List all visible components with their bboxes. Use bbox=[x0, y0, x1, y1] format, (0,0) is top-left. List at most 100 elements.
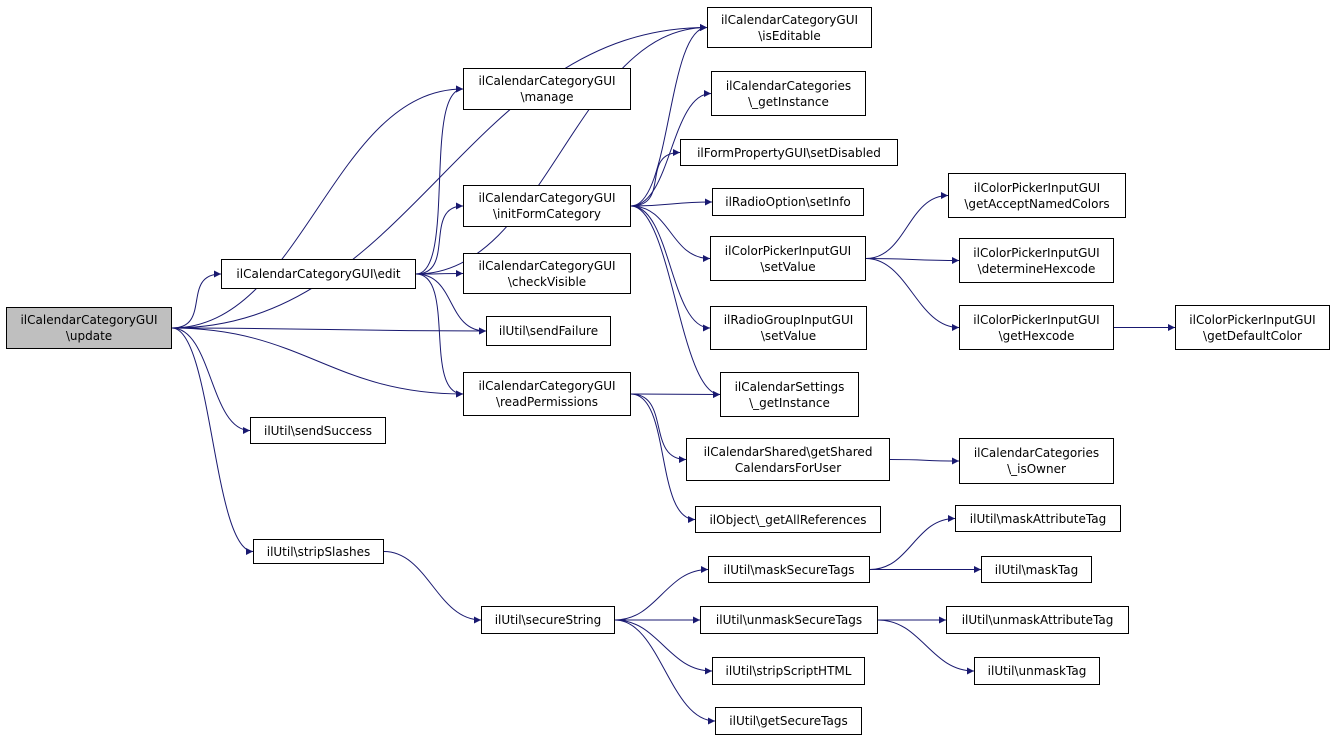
node-label-line: ilColorPickerInputGUI bbox=[973, 180, 1101, 195]
node-label-line: ilCalendarCategoryGUI bbox=[478, 191, 616, 205]
node-manage[interactable]: ilCalendarCategoryGUI\manage bbox=[463, 68, 631, 110]
edge-unmaskSecureTags-to-unmaskTag bbox=[877, 619, 975, 675]
node-label-line: \readPermissions bbox=[495, 395, 599, 409]
node-checkVisible[interactable]: ilCalendarCategoryGUI\checkVisible bbox=[463, 253, 631, 294]
node-label: ilColorPickerInputGUI\getAcceptNamedColo… bbox=[964, 180, 1109, 212]
node-label-line: ilObject\_getAllReferences bbox=[709, 512, 867, 527]
node-setDisabled[interactable]: ilFormPropertyGUI\setDisabled bbox=[680, 139, 898, 166]
node-unmaskTag[interactable]: ilUtil\unmaskTag bbox=[974, 657, 1100, 685]
node-getAcceptNamed[interactable]: ilColorPickerInputGUI\getAcceptNamedColo… bbox=[948, 173, 1126, 218]
edge-secureString-to-maskSecureTags bbox=[614, 566, 709, 621]
node-label: ilUtil\getSecureTags bbox=[729, 713, 847, 729]
edge-initForm-to-setDisabled bbox=[630, 149, 681, 207]
edge-getShared-to-isOwner bbox=[889, 457, 960, 465]
node-maskTag[interactable]: ilUtil\maskTag bbox=[981, 556, 1092, 583]
node-label-line: ilUtil\maskSecureTags bbox=[723, 562, 855, 577]
node-sendFailure[interactable]: ilUtil\sendFailure bbox=[486, 316, 611, 346]
node-label: ilCalendarCategoryGUI\isEditable bbox=[721, 12, 858, 44]
node-label: ilUtil\maskAttributeTag bbox=[970, 511, 1106, 527]
node-update[interactable]: ilCalendarCategoryGUI\update bbox=[6, 307, 172, 349]
node-label-line: ilUtil\unmaskSecureTags bbox=[715, 613, 863, 627]
edge-secureString-to-stripScriptHTML bbox=[614, 619, 713, 675]
node-label-line: \_isOwner bbox=[1007, 462, 1066, 476]
node-label: ilColorPickerInputGUI\getDefaultColor bbox=[1189, 312, 1315, 344]
node-getSecureTags[interactable]: ilUtil\getSecureTags bbox=[715, 707, 862, 735]
node-cpSetValue[interactable]: ilColorPickerInputGUI\setValue bbox=[710, 236, 866, 281]
node-label: ilCalendarCategoryGUI\edit bbox=[236, 266, 400, 282]
node-edit[interactable]: ilCalendarCategoryGUI\edit bbox=[221, 259, 416, 289]
node-label-line: ilRadioGroupInputGUI bbox=[723, 313, 854, 327]
node-label-line: ilCalendarCategoryGUI bbox=[20, 313, 158, 327]
node-label-line: \isEditable bbox=[758, 28, 821, 43]
node-label-line: CalendarsForUser bbox=[734, 460, 842, 475]
node-sendSuccess[interactable]: ilUtil\sendSuccess bbox=[250, 417, 386, 444]
node-label-line: ilCalendarCategoryGUI\edit bbox=[236, 267, 401, 281]
node-getAllRefs[interactable]: ilObject\_getAllReferences bbox=[695, 506, 881, 533]
node-label-line: ilUtil\sendFailure bbox=[498, 324, 599, 338]
node-rgSetValue[interactable]: ilRadioGroupInputGUI\setValue bbox=[710, 306, 867, 350]
node-unmaskAttrTag[interactable]: ilUtil\unmaskAttributeTag bbox=[946, 606, 1129, 634]
edge-initForm-to-rgSetValue bbox=[630, 205, 711, 332]
edge-update-to-stripSlashes bbox=[171, 327, 254, 555]
node-label: ilUtil\maskTag bbox=[995, 562, 1078, 578]
edge-readPerm-to-getShared bbox=[630, 393, 687, 463]
node-catGetInstance[interactable]: ilCalendarCategories\_getInstance bbox=[711, 71, 866, 116]
node-label: ilCalendarCategories\_getInstance bbox=[726, 78, 851, 110]
node-label-line: ilColorPickerInputGUI bbox=[1189, 312, 1316, 327]
node-label: ilCalendarCategoryGUI\checkVisible bbox=[478, 258, 615, 290]
node-unmaskSecureTags[interactable]: ilUtil\unmaskSecureTags bbox=[700, 606, 878, 634]
node-maskAttrTag[interactable]: ilUtil\maskAttributeTag bbox=[955, 505, 1121, 532]
node-label-line: ilCalendarCategoryGUI bbox=[478, 74, 616, 88]
edge-edit-to-initForm bbox=[415, 202, 464, 275]
edge-initForm-to-cpSetValue bbox=[630, 205, 711, 262]
node-label: ilObject\_getAllReferences bbox=[709, 512, 866, 528]
node-isOwner[interactable]: ilCalendarCategories\_isOwner bbox=[959, 438, 1114, 484]
node-label-line: ilUtil\stripScriptHTML bbox=[725, 664, 852, 678]
edge-cpSetValue-to-getHexcode bbox=[865, 258, 960, 331]
node-label: ilCalendarCategoryGUI\update bbox=[20, 312, 157, 344]
edge-edit-to-checkVisible bbox=[415, 270, 464, 278]
edge-update-to-readPerm bbox=[171, 327, 464, 398]
node-setInfo[interactable]: ilRadioOption\setInfo bbox=[712, 188, 864, 216]
node-isEditable[interactable]: ilCalendarCategoryGUI\isEditable bbox=[707, 7, 872, 48]
node-label-line: ilColorPickerInputGUI bbox=[973, 245, 1100, 260]
node-label: ilColorPickerInputGUI\determineHexcode bbox=[973, 245, 1099, 277]
node-label-line: ilColorPickerInputGUI bbox=[973, 312, 1100, 327]
edge-secureString-to-getSecureTags bbox=[614, 619, 716, 725]
node-label-line: ilRadioOption\setInfo bbox=[725, 195, 851, 209]
edge-update-to-edit bbox=[171, 270, 222, 329]
node-label-line: ilFormPropertyGUI\setDisabled bbox=[697, 145, 881, 160]
node-label-line: ilUtil\maskTag bbox=[994, 562, 1079, 577]
node-label: ilCalendarCategoryGUI\initFormCategory bbox=[478, 190, 615, 222]
node-label: ilUtil\unmaskTag bbox=[988, 663, 1087, 679]
node-label: ilFormPropertyGUI\setDisabled bbox=[697, 145, 881, 161]
node-getHexcode[interactable]: ilColorPickerInputGUI\getHexcode bbox=[959, 305, 1114, 350]
node-label-line: \setValue bbox=[760, 259, 816, 274]
edge-readPerm-to-settingsGetInstance bbox=[630, 390, 721, 398]
node-secureString[interactable]: ilUtil\secureString bbox=[481, 606, 615, 634]
edge-initForm-to-settingsGetInstance bbox=[630, 205, 721, 398]
node-label: ilColorPickerInputGUI\getHexcode bbox=[973, 312, 1099, 344]
node-label: ilColorPickerInputGUI\setValue bbox=[725, 243, 851, 275]
node-stripSlashes[interactable]: ilUtil\stripSlashes bbox=[253, 539, 384, 564]
node-determineHex[interactable]: ilColorPickerInputGUI\determineHexcode bbox=[959, 238, 1114, 283]
node-label: ilUtil\unmaskSecureTags bbox=[716, 612, 862, 628]
node-settingsGetInstance[interactable]: ilCalendarSettings\_getInstance bbox=[720, 372, 859, 417]
edge-update-to-sendSuccess bbox=[171, 327, 251, 434]
node-stripScriptHTML[interactable]: ilUtil\stripScriptHTML bbox=[712, 657, 865, 685]
node-initForm[interactable]: ilCalendarCategoryGUI\initFormCategory bbox=[463, 185, 631, 227]
node-label: ilUtil\secureString bbox=[495, 612, 602, 628]
node-label: ilUtil\stripScriptHTML bbox=[726, 663, 852, 679]
node-maskSecureTags[interactable]: ilUtil\maskSecureTags bbox=[708, 556, 870, 583]
node-label: ilCalendarCategoryGUI\readPermissions bbox=[478, 378, 615, 410]
node-readPerm[interactable]: ilCalendarCategoryGUI\readPermissions bbox=[463, 372, 631, 416]
node-label: ilRadioGroupInputGUI\setValue bbox=[724, 312, 854, 344]
node-label-line: ilCalendarCategoryGUI bbox=[720, 12, 859, 27]
edge-update-to-sendFailure bbox=[171, 327, 487, 335]
node-label-line: \getDefaultColor bbox=[1203, 328, 1302, 343]
node-label: ilUtil\sendSuccess bbox=[264, 423, 372, 439]
node-getDefaultColor[interactable]: ilColorPickerInputGUI\getDefaultColor bbox=[1175, 305, 1330, 350]
